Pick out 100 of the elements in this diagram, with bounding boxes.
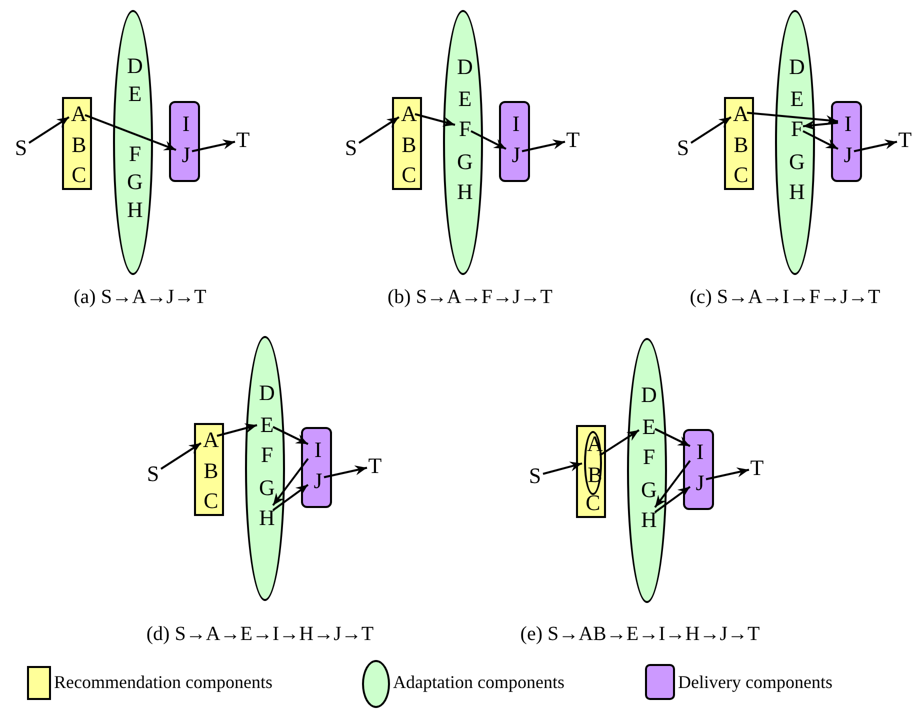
node-letter: T — [749, 456, 765, 480]
node-letter: J — [692, 471, 708, 495]
arrow — [542, 462, 582, 475]
node-letter: E — [259, 413, 275, 437]
node-letter: B — [71, 133, 87, 157]
arrow — [470, 130, 506, 150]
arrow — [802, 130, 838, 150]
node-letter: A — [203, 428, 219, 452]
legend-label: Adaptation components — [393, 672, 564, 693]
node-letter: G — [641, 478, 657, 502]
node-letter: S — [527, 464, 543, 488]
arrow — [192, 139, 236, 152]
arrow — [854, 139, 898, 152]
node-letter: F — [259, 443, 275, 467]
node-letter: A — [71, 102, 87, 126]
legend-label: Delivery components — [678, 672, 832, 693]
panel-caption: (a) S→A→J→T — [74, 286, 206, 309]
node-letter: T — [897, 128, 913, 152]
arrow — [358, 116, 400, 144]
node-letter: T — [235, 128, 251, 152]
node-letter: D — [127, 54, 143, 78]
node-letter: A — [733, 102, 749, 126]
node-letter: F — [641, 445, 657, 469]
arrow — [690, 116, 732, 144]
panel-caption: (c) S→A→I→F→J→T — [690, 286, 880, 309]
arrow — [599, 429, 640, 456]
recommendation-box — [194, 423, 224, 516]
delivery-box — [683, 429, 714, 510]
node-letter: F — [457, 117, 473, 141]
node-letter: B — [733, 133, 749, 157]
node-letter: B — [203, 459, 219, 483]
node-letter: I — [310, 438, 326, 462]
node-letter: J — [508, 143, 524, 167]
arrow — [746, 112, 838, 126]
node-letter: C — [585, 491, 601, 515]
node-letter: G — [259, 476, 275, 500]
node-letter: I — [178, 112, 194, 136]
node-letter: T — [565, 128, 581, 152]
arrow — [272, 458, 309, 506]
arrow — [654, 460, 691, 508]
delivery-box — [169, 101, 200, 182]
node-letter: C — [733, 163, 749, 187]
node-letter: C — [203, 489, 219, 513]
node-letter: G — [127, 170, 143, 194]
delivery-box — [831, 101, 862, 182]
node-letter: E — [641, 415, 657, 439]
recommendation-box — [724, 97, 754, 190]
arrow — [522, 139, 566, 152]
node-letter: C — [71, 163, 87, 187]
arrow — [802, 120, 838, 130]
recommendation-box — [576, 425, 606, 518]
node-letter: H — [789, 180, 805, 204]
node-letter: B — [401, 133, 417, 157]
node-letter: H — [457, 180, 473, 204]
node-letter: D — [641, 383, 657, 407]
node-letter: H — [127, 198, 143, 222]
node-letter: C — [401, 163, 417, 187]
node-letter: A — [401, 102, 417, 126]
node-letter: I — [840, 112, 856, 136]
node-letter: H — [259, 506, 275, 530]
panel-caption: (d) S→A→E→I→H→J→T — [146, 623, 374, 646]
legend-label: Recommendation components — [54, 672, 272, 693]
node-letter: D — [457, 55, 473, 79]
panel-caption: (b) S→A→F→J→T — [388, 286, 552, 309]
node-letter: S — [145, 462, 161, 486]
node-letter: S — [675, 136, 691, 160]
arrow — [654, 486, 691, 513]
arrow — [160, 442, 202, 470]
node-letter: S — [13, 136, 29, 160]
node-letter: E — [457, 87, 473, 111]
node-letter: E — [127, 82, 143, 106]
node-letter: J — [840, 143, 856, 167]
recommendation-box — [392, 97, 422, 190]
arrow — [272, 484, 309, 511]
panel-caption: (e) S→AB→E→I→H→J→T — [520, 623, 760, 646]
node-letter: E — [789, 87, 805, 111]
node-letter: D — [259, 381, 275, 405]
node-letter: F — [789, 117, 805, 141]
arrow — [654, 428, 690, 447]
arrow — [272, 426, 308, 445]
node-letter: J — [310, 469, 326, 493]
node-letter: D — [789, 55, 805, 79]
arrow — [84, 114, 176, 151]
arrow — [414, 113, 456, 127]
arrow — [28, 116, 70, 144]
node-letter: I — [508, 112, 524, 136]
delivery-box — [301, 427, 332, 508]
delivery-box — [499, 101, 530, 182]
node-letter: I — [692, 440, 708, 464]
arrow — [706, 467, 750, 480]
node-letter: J — [178, 143, 194, 167]
node-letter: G — [457, 150, 473, 174]
node-letter: H — [641, 508, 657, 532]
node-letter: T — [367, 454, 383, 478]
node-letter: S — [343, 136, 359, 160]
recommendation-box — [62, 97, 92, 190]
node-letter: G — [789, 150, 805, 174]
arrow — [216, 423, 258, 437]
arrow — [324, 465, 368, 478]
node-letter: F — [127, 142, 143, 166]
